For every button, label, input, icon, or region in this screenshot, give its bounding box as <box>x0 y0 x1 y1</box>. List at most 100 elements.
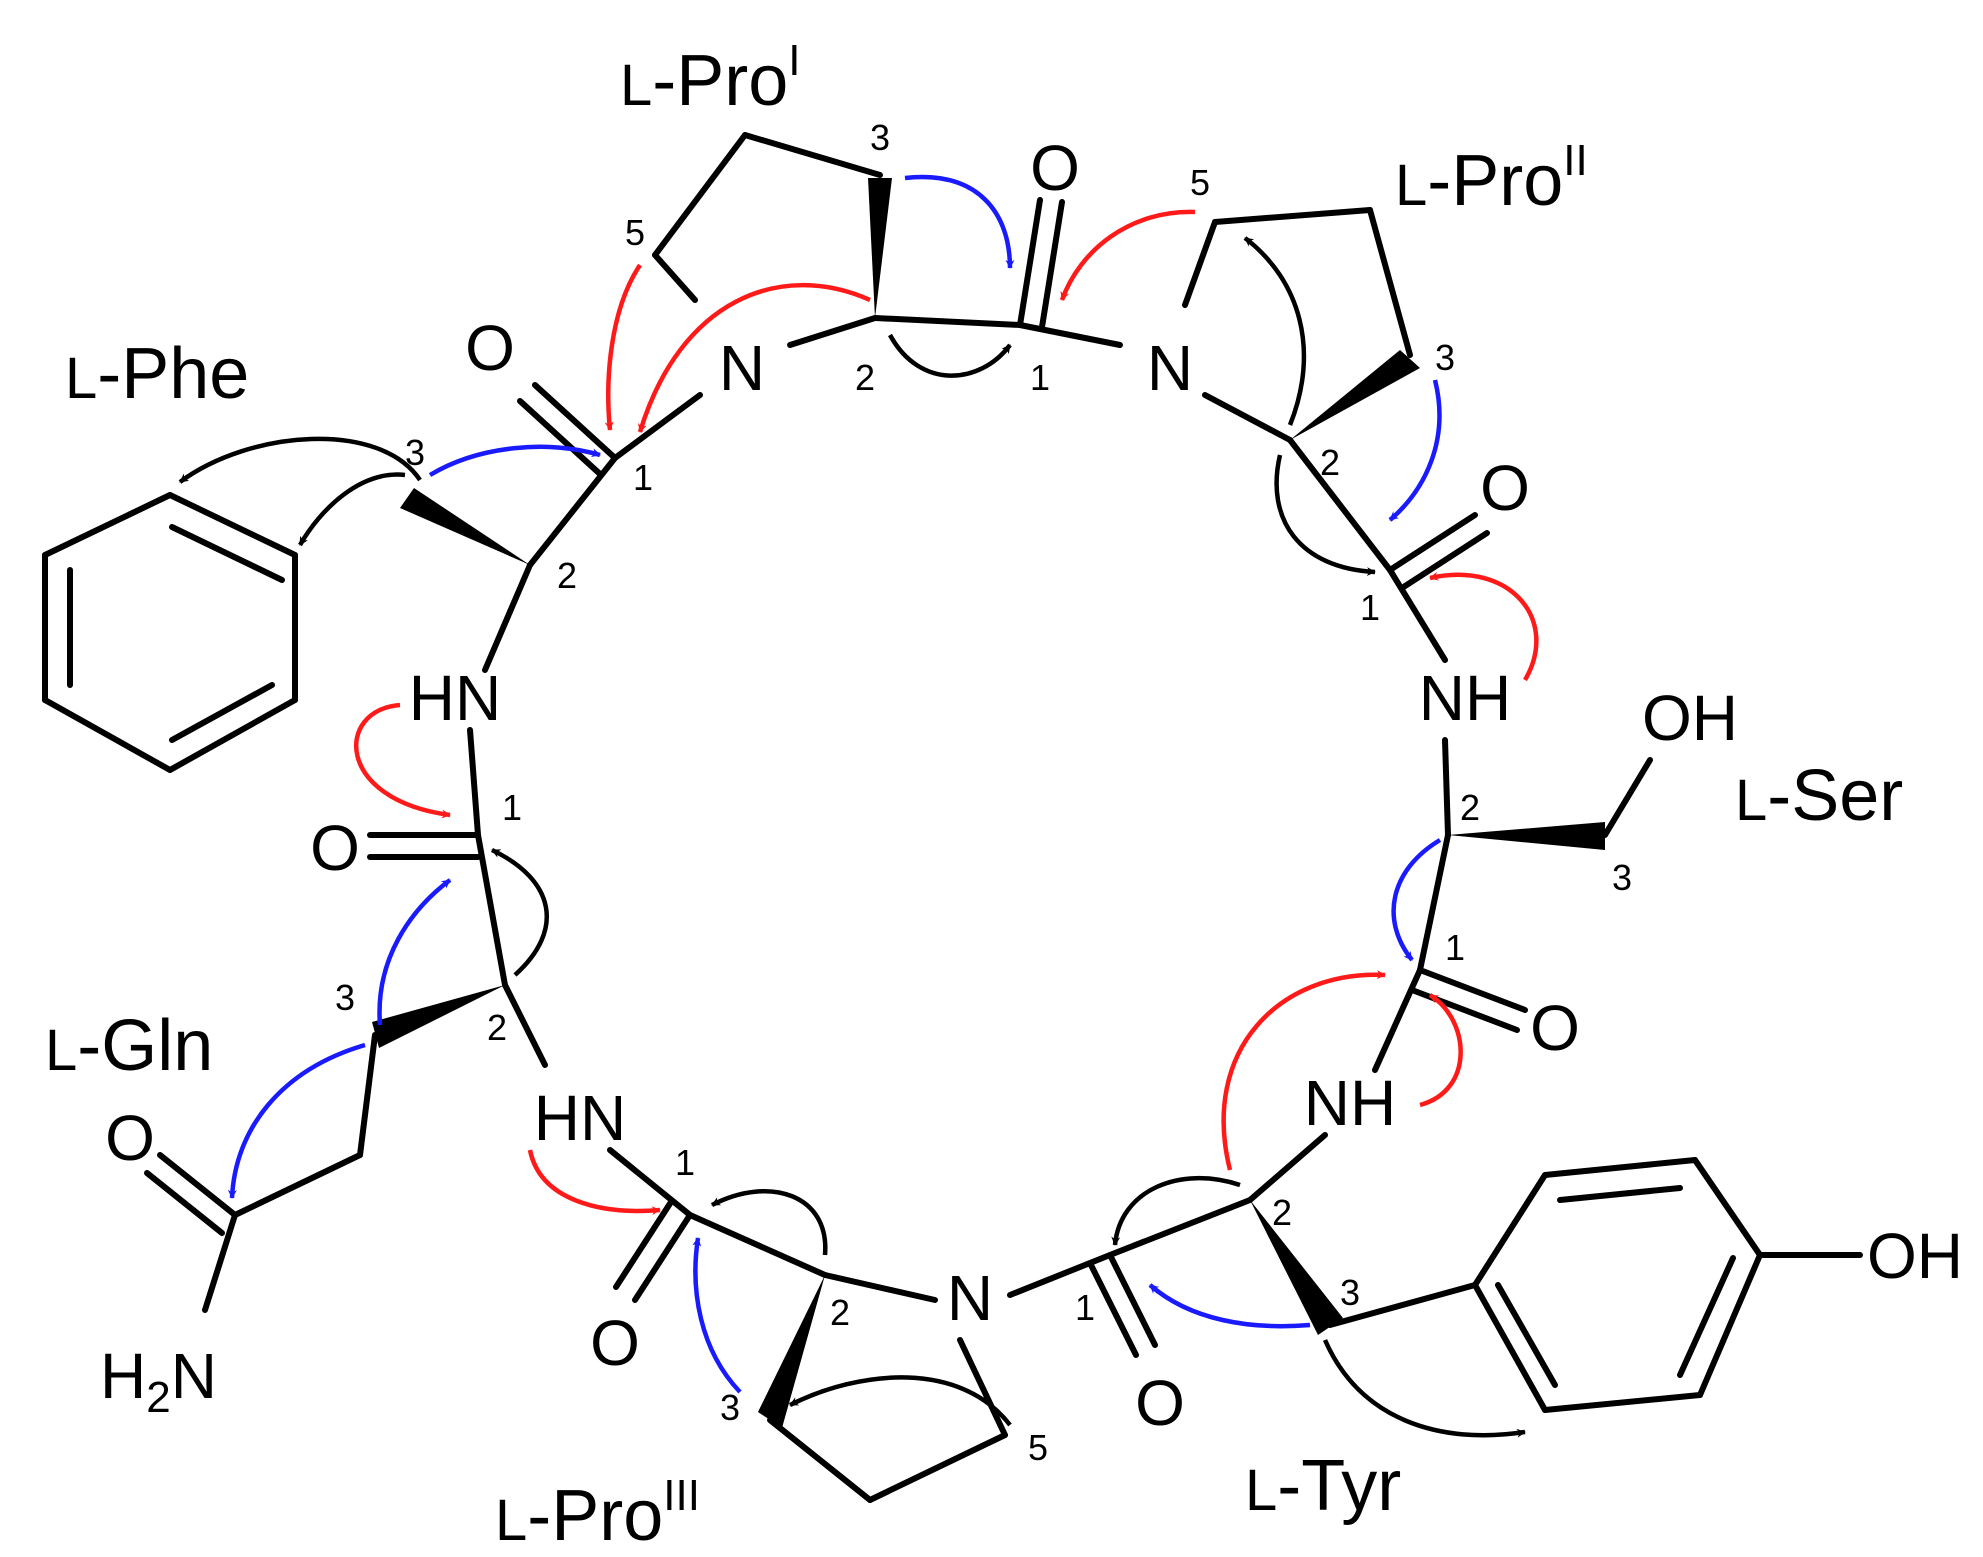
residue-label-pro3: L-ProIII <box>495 1471 700 1556</box>
residue-labels: L-ProI L-ProII L-Phe L-Ser L-Gln L-Tyr L… <box>45 36 1903 1556</box>
atom-labels: O N O N O NH OH O NH OH O N O HN O O H2N… <box>100 132 1963 1439</box>
atom-oh-tyr: OH <box>1867 1220 1963 1292</box>
red-arrow-phe-hn-to-gln-c1 <box>354 702 451 819</box>
atom-o-pro1: O <box>465 312 515 384</box>
atom-hn-pro3: HN <box>534 1082 626 1154</box>
red-arrow-pro1-c2-to-phe-c1 <box>637 283 871 433</box>
pos-pro2-c5: 5 <box>1190 162 1210 203</box>
blue-arrow-pro2-c3-to-c1 <box>1388 379 1442 522</box>
black-arrow-pro3-c2-to-c1 <box>710 1189 828 1256</box>
bond-pro3-c2-c1 <box>687 1212 828 1278</box>
atom-o-gln-carbonyl: O <box>310 812 360 884</box>
atom-o-pro3-carbonyl: O <box>590 1307 640 1379</box>
atom-nh-ser: NH <box>1419 662 1511 734</box>
bond-pro1-c4-c3 <box>742 132 883 178</box>
black-correlation-arrows <box>178 236 1526 1438</box>
wedge-pro3-c2-c3 <box>758 1275 825 1428</box>
position-numbers: 3 5 2 1 5 3 2 1 2 3 1 2 3 1 2 3 5 1 1 2 … <box>335 117 1632 1468</box>
blue-arrow-gln-c3-to-c1 <box>377 878 452 1026</box>
blue-arrow-tyr-c3-to-c1 <box>1148 1283 1311 1329</box>
bond-pro2-c4-c3 <box>1367 207 1413 358</box>
bond-skeleton <box>42 132 1863 1503</box>
atom-o-pro2-carbonyl: O <box>1480 452 1530 524</box>
black-arrow-pro2-c2-to-c5 <box>1243 236 1307 426</box>
black-arrow-pro1-c2-to-c1 <box>888 333 1012 378</box>
bond-pro2-c1-nh <box>1387 567 1448 663</box>
red-arrow-tyr-c2-to-ser-c1 <box>1221 970 1386 1171</box>
pos-phe-c1: 1 <box>633 457 653 498</box>
bond-gln-c5-o-b <box>144 1170 225 1236</box>
bond-pro1-c1-o-b <box>1039 199 1065 330</box>
pos-pro3-c2: 2 <box>830 1292 850 1333</box>
atom-n-pro2: N <box>1147 332 1193 404</box>
wedge-ser-c2-c3 <box>1448 822 1605 850</box>
bond-tyr-ring-6i <box>1495 1282 1558 1388</box>
bond-ser-c2-c1 <box>1417 832 1451 973</box>
atom-o-tyr-carbonyl: O <box>1135 1367 1185 1439</box>
bond-pro1-c1-o-a <box>1017 197 1043 328</box>
red-arrow-tyr-nh-to-ser-c1 <box>1419 993 1463 1108</box>
atom-hn-phe: HN <box>409 662 501 734</box>
pos-ser-c2: 2 <box>1460 787 1480 828</box>
pos-pro1-c5: 5 <box>625 212 645 253</box>
bond-tyr-ring-4i <box>1677 1255 1736 1378</box>
bond-pro2-n-c2 <box>1202 392 1293 443</box>
black-arrow-pro2-c2-to-c1 <box>1274 454 1376 577</box>
bond-tyr-ring-6 <box>1472 1282 1548 1413</box>
wedge-pro1-c2-c3 <box>868 178 892 318</box>
bond-pro2-c2-c1 <box>1287 437 1393 573</box>
red-arrow-pro2-c5-to-pro1-c1 <box>1059 209 1196 301</box>
residue-label-pro1: L-ProI <box>620 36 801 121</box>
pos-pro3-c5: 5 <box>1028 1427 1048 1468</box>
bond-pro3-c1-o-a <box>632 1212 693 1303</box>
blue-arrow-ser-c3-to-c1 <box>1391 838 1442 962</box>
bond-ser-c1-nh <box>1372 967 1423 1073</box>
pos-phe-c3: 3 <box>405 432 425 473</box>
bond-phe-ring-5 <box>167 697 298 773</box>
bond-pro1-n-c5 <box>652 252 698 303</box>
black-arrow-phe-c3-to-ring-ipso <box>298 472 406 547</box>
bond-phe-c2-c1 <box>527 455 618 568</box>
red-arrow-pro3-hn-to-c1 <box>527 1149 661 1216</box>
bond-pro2-c1-o-b <box>1399 530 1490 591</box>
bond-gln-hn-c2 <box>502 982 548 1068</box>
bond-tyr-c1-n <box>1007 1252 1113 1298</box>
red-correlation-arrows <box>354 209 1539 1216</box>
bond-ser-nh-c2 <box>1442 737 1451 838</box>
black-arrow-phe-c3-to-ring-ortho <box>178 436 422 484</box>
bond-tyr-ring-2i <box>1557 1185 1683 1203</box>
bond-tyr-ring-3 <box>1692 1157 1763 1258</box>
bond-gln-c3-c4 <box>357 1032 378 1158</box>
pos-gln-c2: 2 <box>487 1007 507 1048</box>
bond-ser-c3-oh <box>1602 757 1653 838</box>
black-arrow-gln-c2-to-c1 <box>491 847 550 977</box>
bond-tyr-c3-ring <box>1327 1282 1478 1328</box>
atom-o-ser-carbonyl: O <box>1530 992 1580 1064</box>
blue-arrow-phe-c3-to-c1 <box>428 444 601 477</box>
h2n-subscript: 2 <box>146 1373 170 1422</box>
pos-pro1-c2: 2 <box>855 357 875 398</box>
wedge-pro2-c2-c3 <box>1290 350 1420 440</box>
bond-phe-c1-o-b <box>517 398 603 477</box>
bond-gln-c1-hn <box>467 727 481 838</box>
pos-tyr-c2: 2 <box>1272 1192 1292 1233</box>
bond-gln-c4-c5 <box>232 1152 363 1218</box>
pos-pro1-c1: 1 <box>1030 357 1050 398</box>
wedge-gln-c2-c3 <box>372 985 505 1048</box>
pos-tyr-c3: 3 <box>1340 1272 1360 1313</box>
bond-phe-ring-5i <box>169 682 275 743</box>
bond-pro1-c1-n2 <box>1017 322 1123 348</box>
residue-label-ser: L-Ser <box>1735 756 1903 836</box>
pos-gln-c3: 3 <box>335 977 355 1018</box>
pos-pro2-c1: 1 <box>1360 587 1380 628</box>
bond-pro1-c2-n <box>787 315 878 348</box>
bond-gln-c2-c1 <box>475 832 508 988</box>
bond-pro2-n-c5 <box>1182 219 1218 308</box>
bond-phe-ring-1i <box>169 524 285 583</box>
red-arrow-pro1-c5-to-phe-c1 <box>604 263 642 431</box>
atom-n-pro1: N <box>719 332 765 404</box>
bond-pro3-c1-hn <box>607 1147 693 1218</box>
residue-label-gln: L-Gln <box>45 1006 213 1086</box>
pos-phe-c2: 2 <box>557 555 577 596</box>
atom-nh-tyr: NH <box>1304 1067 1396 1139</box>
